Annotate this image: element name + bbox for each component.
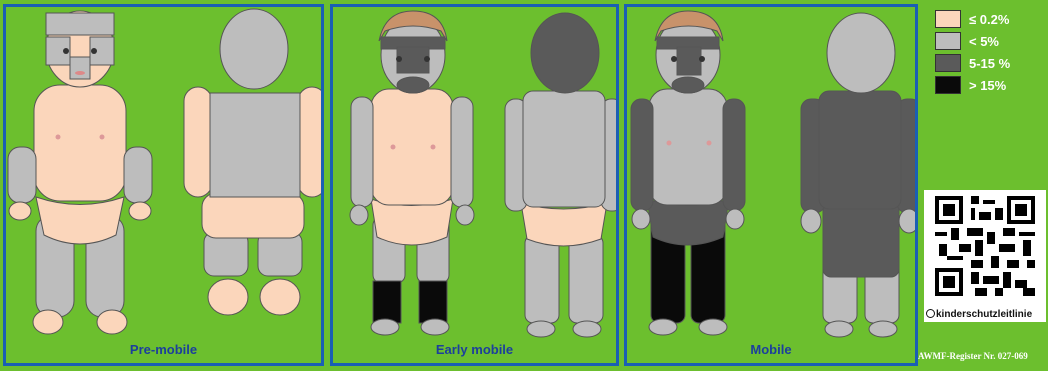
panel-mobile: Mobile bbox=[624, 4, 918, 366]
copyright-icon bbox=[926, 309, 935, 318]
qr-logo-label: kinderschutzleitlinie bbox=[936, 309, 1032, 320]
panel-caption: Pre-mobile bbox=[6, 342, 321, 357]
legend: ≤ 0.2% < 5% 5-15 % > 15% bbox=[935, 8, 1010, 96]
legend-swatch bbox=[935, 76, 961, 94]
legend-swatch bbox=[935, 10, 961, 28]
qr-logo-text: kinderschutzleitlinie bbox=[926, 309, 1032, 320]
legend-label: 5-15 % bbox=[969, 56, 1010, 71]
legend-label: < 5% bbox=[969, 34, 999, 49]
panel-early-mobile: Early mobile bbox=[330, 4, 619, 366]
legend-swatch bbox=[935, 54, 961, 72]
legend-item: < 5% bbox=[935, 30, 1010, 52]
mobile-back-figure bbox=[801, 13, 915, 337]
early-mobile-body-map bbox=[333, 7, 616, 363]
legend-label: ≤ 0.2% bbox=[969, 12, 1009, 27]
pre-mobile-body-map bbox=[6, 7, 321, 363]
early-mobile-front-figure bbox=[350, 11, 474, 335]
register-number: AWMF-Register Nr. 027-069 bbox=[918, 351, 1028, 361]
legend-item: > 15% bbox=[935, 74, 1010, 96]
legend-item: 5-15 % bbox=[935, 52, 1010, 74]
qr-code[interactable]: kinderschutzleitlinie bbox=[924, 190, 1046, 322]
mobile-front-figure bbox=[631, 11, 745, 335]
mobile-body-map bbox=[627, 7, 915, 363]
legend-item: ≤ 0.2% bbox=[935, 8, 1010, 30]
early-mobile-back-figure bbox=[505, 13, 616, 337]
qr-code-icon bbox=[935, 196, 1035, 296]
pre-mobile-back-figure bbox=[184, 9, 321, 315]
panel-caption: Early mobile bbox=[333, 342, 616, 357]
panel-pre-mobile: Pre-mobile bbox=[3, 4, 324, 366]
legend-swatch bbox=[935, 32, 961, 50]
pre-mobile-front-figure bbox=[8, 11, 152, 334]
panel-caption: Mobile bbox=[627, 342, 915, 357]
legend-label: > 15% bbox=[969, 78, 1006, 93]
